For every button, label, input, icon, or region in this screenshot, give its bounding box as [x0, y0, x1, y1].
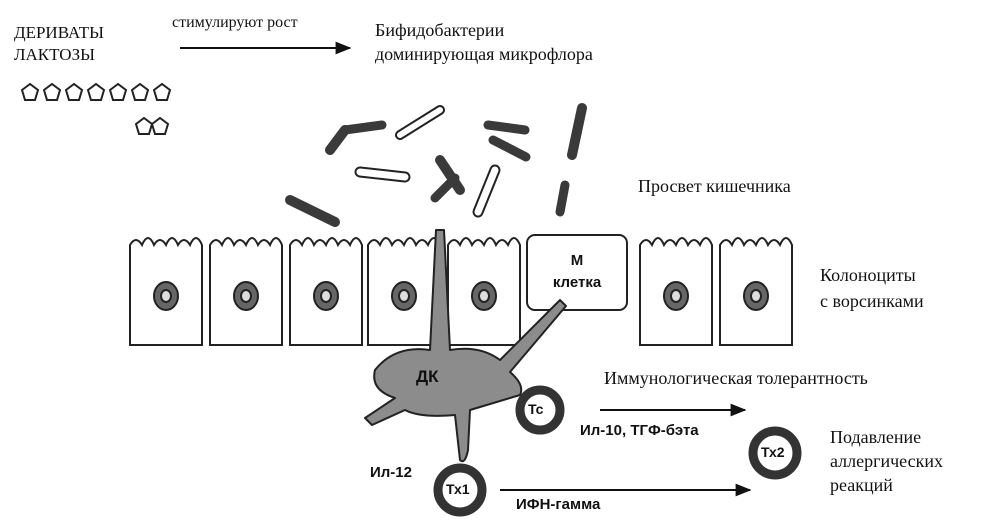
stimulate-label: стимулируют рост: [172, 14, 298, 32]
m-cell-label-line2: клетка: [540, 272, 614, 294]
suppress-label-line2: аллергических: [830, 449, 943, 473]
suppress-label-line1: Подавление: [830, 425, 943, 449]
il12-label: Ил-12: [370, 464, 412, 481]
colonocytes-label-line2: с ворсинками: [820, 288, 924, 314]
t-cells: [438, 390, 797, 512]
bifido-label: Бифидобактерии доминирующая микрофлора: [375, 18, 593, 66]
bifido-label-line2: доминирующая микрофлора: [375, 42, 593, 66]
lactose-label: ДЕРИВАТЫ ЛАКТОЗЫ: [14, 22, 104, 66]
bifido-label-line1: Бифидобактерии: [375, 18, 593, 42]
colonocytes-label: Колоноциты с ворсинками: [820, 262, 924, 314]
suppress-label: Подавление аллергических реакций: [830, 425, 943, 497]
ifn-label: ИФН-гамма: [516, 496, 600, 513]
lactose-label-line1: ДЕРИВАТЫ: [14, 22, 104, 44]
il10-label: Ил-10, ТГФ-бэта: [580, 422, 699, 439]
th1-cell-label: Тх1: [446, 481, 470, 497]
tolerance-label: Иммунологическая толерантность: [604, 368, 868, 389]
colonocytes: [130, 235, 792, 345]
th2-cell-label: Тх2: [761, 444, 785, 460]
bacteria: [290, 108, 582, 222]
m-cell-label-line1: М: [540, 250, 614, 272]
m-cell-label: М клетка: [540, 250, 614, 294]
lactose-label-line2: ЛАКТОЗЫ: [14, 44, 104, 66]
lumen-label: Просвет кишечника: [638, 176, 791, 197]
tc-cell-label: Тс: [528, 401, 543, 417]
dc-label: ДК: [416, 367, 439, 387]
colonocytes-label-line1: Колоноциты: [820, 262, 924, 288]
lactose-molecules: [22, 84, 170, 134]
suppress-label-line3: реакций: [830, 473, 943, 497]
